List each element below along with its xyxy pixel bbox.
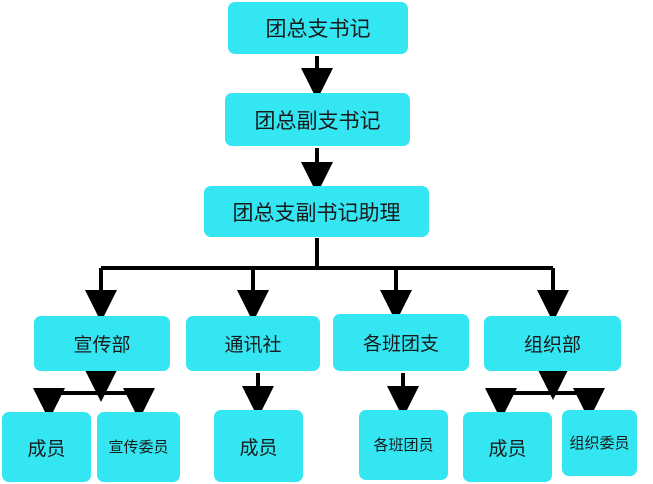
node-dept-2: 通讯社 xyxy=(186,316,320,371)
node-dept-1: 宣传部 xyxy=(34,316,170,371)
node-level3: 团总支副书记助理 xyxy=(204,186,429,237)
node-dept1-child-1: 成员 xyxy=(2,412,91,482)
node-dept1-child-2: 宣传委员 xyxy=(97,412,180,482)
node-dept2-child-1: 成员 xyxy=(214,410,303,482)
node-dept4-child-2: 组织委员 xyxy=(562,410,637,476)
node-dept4-child-1: 成员 xyxy=(463,412,552,482)
node-level2: 团总副支书记 xyxy=(225,93,410,146)
node-dept-4: 组织部 xyxy=(484,316,621,371)
node-dept-3: 各班团支 xyxy=(333,314,469,371)
node-dept3-child-1: 各班团员 xyxy=(359,410,448,480)
node-level1: 团总支书记 xyxy=(228,2,408,54)
